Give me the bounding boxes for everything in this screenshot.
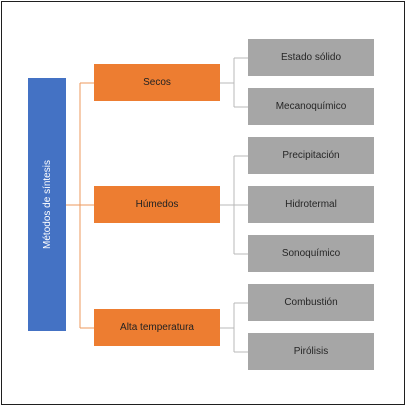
category-label: Alta temperatura	[120, 322, 194, 333]
leaf-label: Sonoquímico	[281, 248, 341, 259]
leaf-estado-solido: Estado sólido	[248, 39, 374, 76]
leaf-sonoquimico: Sonoquímico	[248, 235, 374, 272]
category-label: Húmedos	[135, 199, 179, 210]
leaf-label: Precipitación	[282, 150, 340, 161]
leaf-mecanoquimico: Mecanoquímico	[248, 88, 374, 125]
leaf-pirolisis: Pirólisis	[248, 333, 374, 370]
leaf-precipitacion: Precipitación	[248, 137, 374, 174]
leaf-label: Hidrotermal	[285, 199, 337, 210]
leaf-label: Combustión	[284, 297, 338, 308]
category-secos: Secos	[94, 64, 220, 101]
leaf-label: Mecanoquímico	[275, 101, 347, 112]
root-node: Métodos de síntesis	[28, 78, 66, 331]
leaf-combustion: Combustión	[248, 284, 374, 321]
leaf-hidrotermal: Hidrotermal	[248, 186, 374, 223]
category-alta-temperatura: Alta temperatura	[94, 309, 220, 346]
category-humedos: Húmedos	[94, 186, 220, 223]
category-label: Secos	[143, 77, 171, 88]
leaf-label: Pirólisis	[293, 346, 329, 357]
leaf-label: Estado sólido	[280, 52, 342, 63]
root-label: Métodos de síntesis	[41, 160, 53, 249]
